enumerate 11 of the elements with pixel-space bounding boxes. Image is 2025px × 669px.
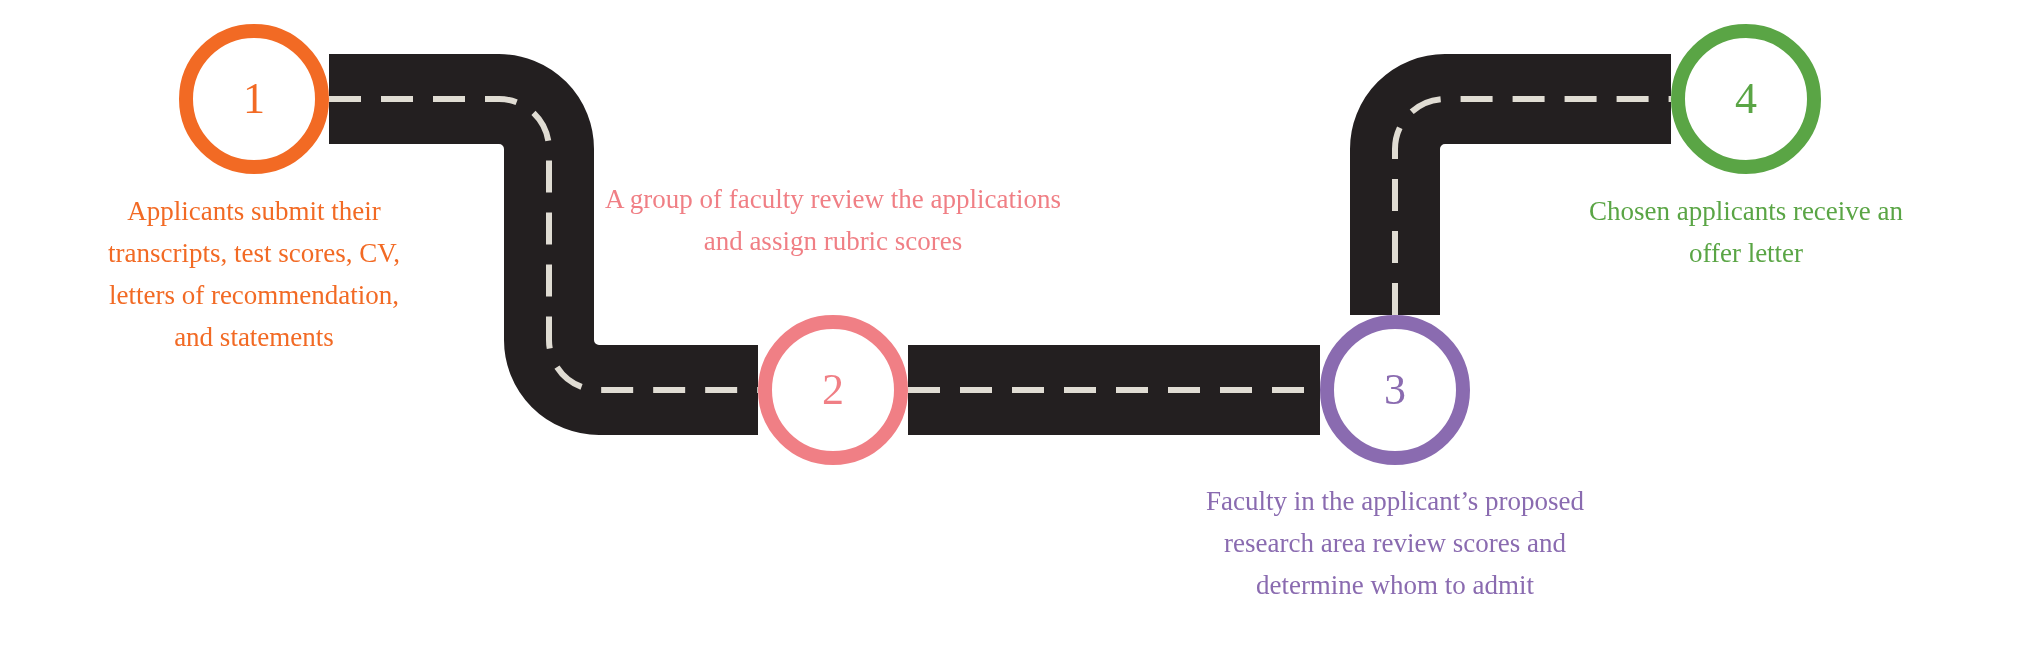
step-number: 1 bbox=[243, 77, 265, 121]
step-description: Chosen applicants receive an offer letter bbox=[1587, 195, 1905, 270]
road bbox=[908, 345, 1320, 435]
step-number: 4 bbox=[1735, 77, 1757, 121]
step-description: A group of faculty review the applications and assign rubric scores bbox=[604, 183, 1062, 258]
step-description: Faculty in the applicant’s proposed research area review scores and determine whom to admit bbox=[1205, 485, 1585, 602]
road bbox=[1350, 54, 1671, 315]
step-number: 3 bbox=[1384, 368, 1406, 412]
step-description: Applicants submit their transcripts, test scores, CV, letters of recommendation, and statements bbox=[107, 195, 401, 354]
road bbox=[329, 54, 758, 435]
step-number: 2 bbox=[822, 368, 844, 412]
